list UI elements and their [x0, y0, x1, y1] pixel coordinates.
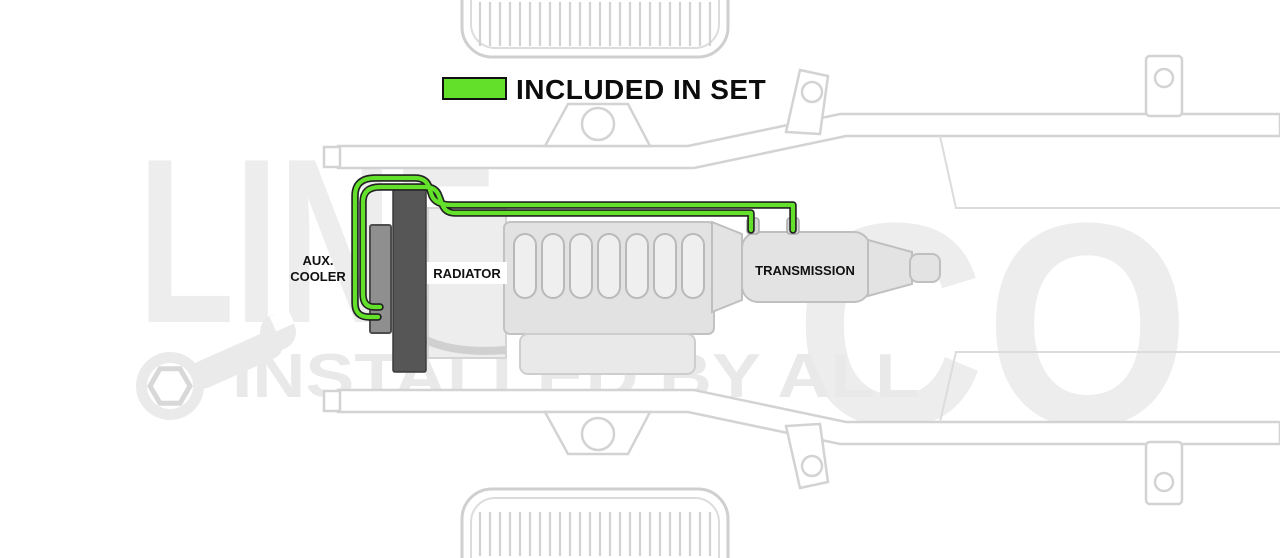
frame-front-cap-top [322, 145, 342, 169]
cylinder [569, 233, 593, 299]
cab-bracket-hole-bottom [800, 454, 824, 478]
bell-housing [711, 220, 743, 314]
bed-support-rails [939, 135, 1280, 423]
tail-housing [867, 238, 913, 298]
tire-inner-line [470, 497, 720, 558]
oil-pan [519, 333, 696, 375]
body-mount-hole-bottom [580, 416, 616, 452]
tire-tread [478, 512, 712, 556]
cooler-lines [351, 174, 797, 321]
tire-outline [460, 487, 730, 558]
cylinder [625, 233, 649, 299]
radiator-label-bg [427, 262, 507, 284]
cylinder [681, 233, 705, 299]
lower-radiator-hose [424, 336, 507, 355]
legend-swatch [442, 77, 507, 100]
wrench-open-notch [269, 308, 295, 332]
aux-cooler-label-line2: COOLER [290, 269, 346, 284]
cylinder [541, 233, 565, 299]
frame-front-cap-bottom [322, 389, 342, 413]
aux-cooler-label-line1: AUX. [302, 253, 333, 268]
legend-label: INCLUDED IN SET [516, 74, 766, 105]
part-labels: AUX. COOLER RADIATOR TRANSMISSION [290, 253, 855, 284]
spring-hanger-hole-bottom [1153, 471, 1175, 493]
frame-rail-top [336, 112, 1280, 170]
cab-bracket-hole-top [800, 80, 824, 104]
cylinder [653, 233, 677, 299]
front-tire-bottom [460, 487, 730, 558]
cooler-line-inner [360, 184, 754, 310]
body-mount-hole-top [580, 106, 616, 142]
tire-outline [460, 0, 730, 59]
cooler-line-outer [352, 175, 796, 320]
tire-tread [478, 2, 712, 46]
chassis-frame [322, 54, 1280, 506]
cylinder [513, 233, 537, 299]
transmission-assembly [711, 217, 941, 314]
legend: INCLUDED IN SET [442, 74, 766, 105]
frame-rail-bottom [336, 388, 1280, 446]
cylinder [597, 233, 621, 299]
wrench-handle [189, 331, 283, 389]
output-shaft [909, 253, 941, 283]
tire-inner-line [470, 0, 720, 49]
radiator-shape [392, 184, 427, 373]
transmission-label: TRANSMISSION [755, 263, 855, 278]
radiator-label: RADIATOR [433, 266, 501, 281]
spring-hanger-hole-top [1153, 67, 1175, 89]
engine [424, 207, 715, 375]
wrench-icon [136, 308, 296, 420]
hex-nut-icon [147, 366, 193, 406]
front-tire-top [460, 0, 730, 59]
